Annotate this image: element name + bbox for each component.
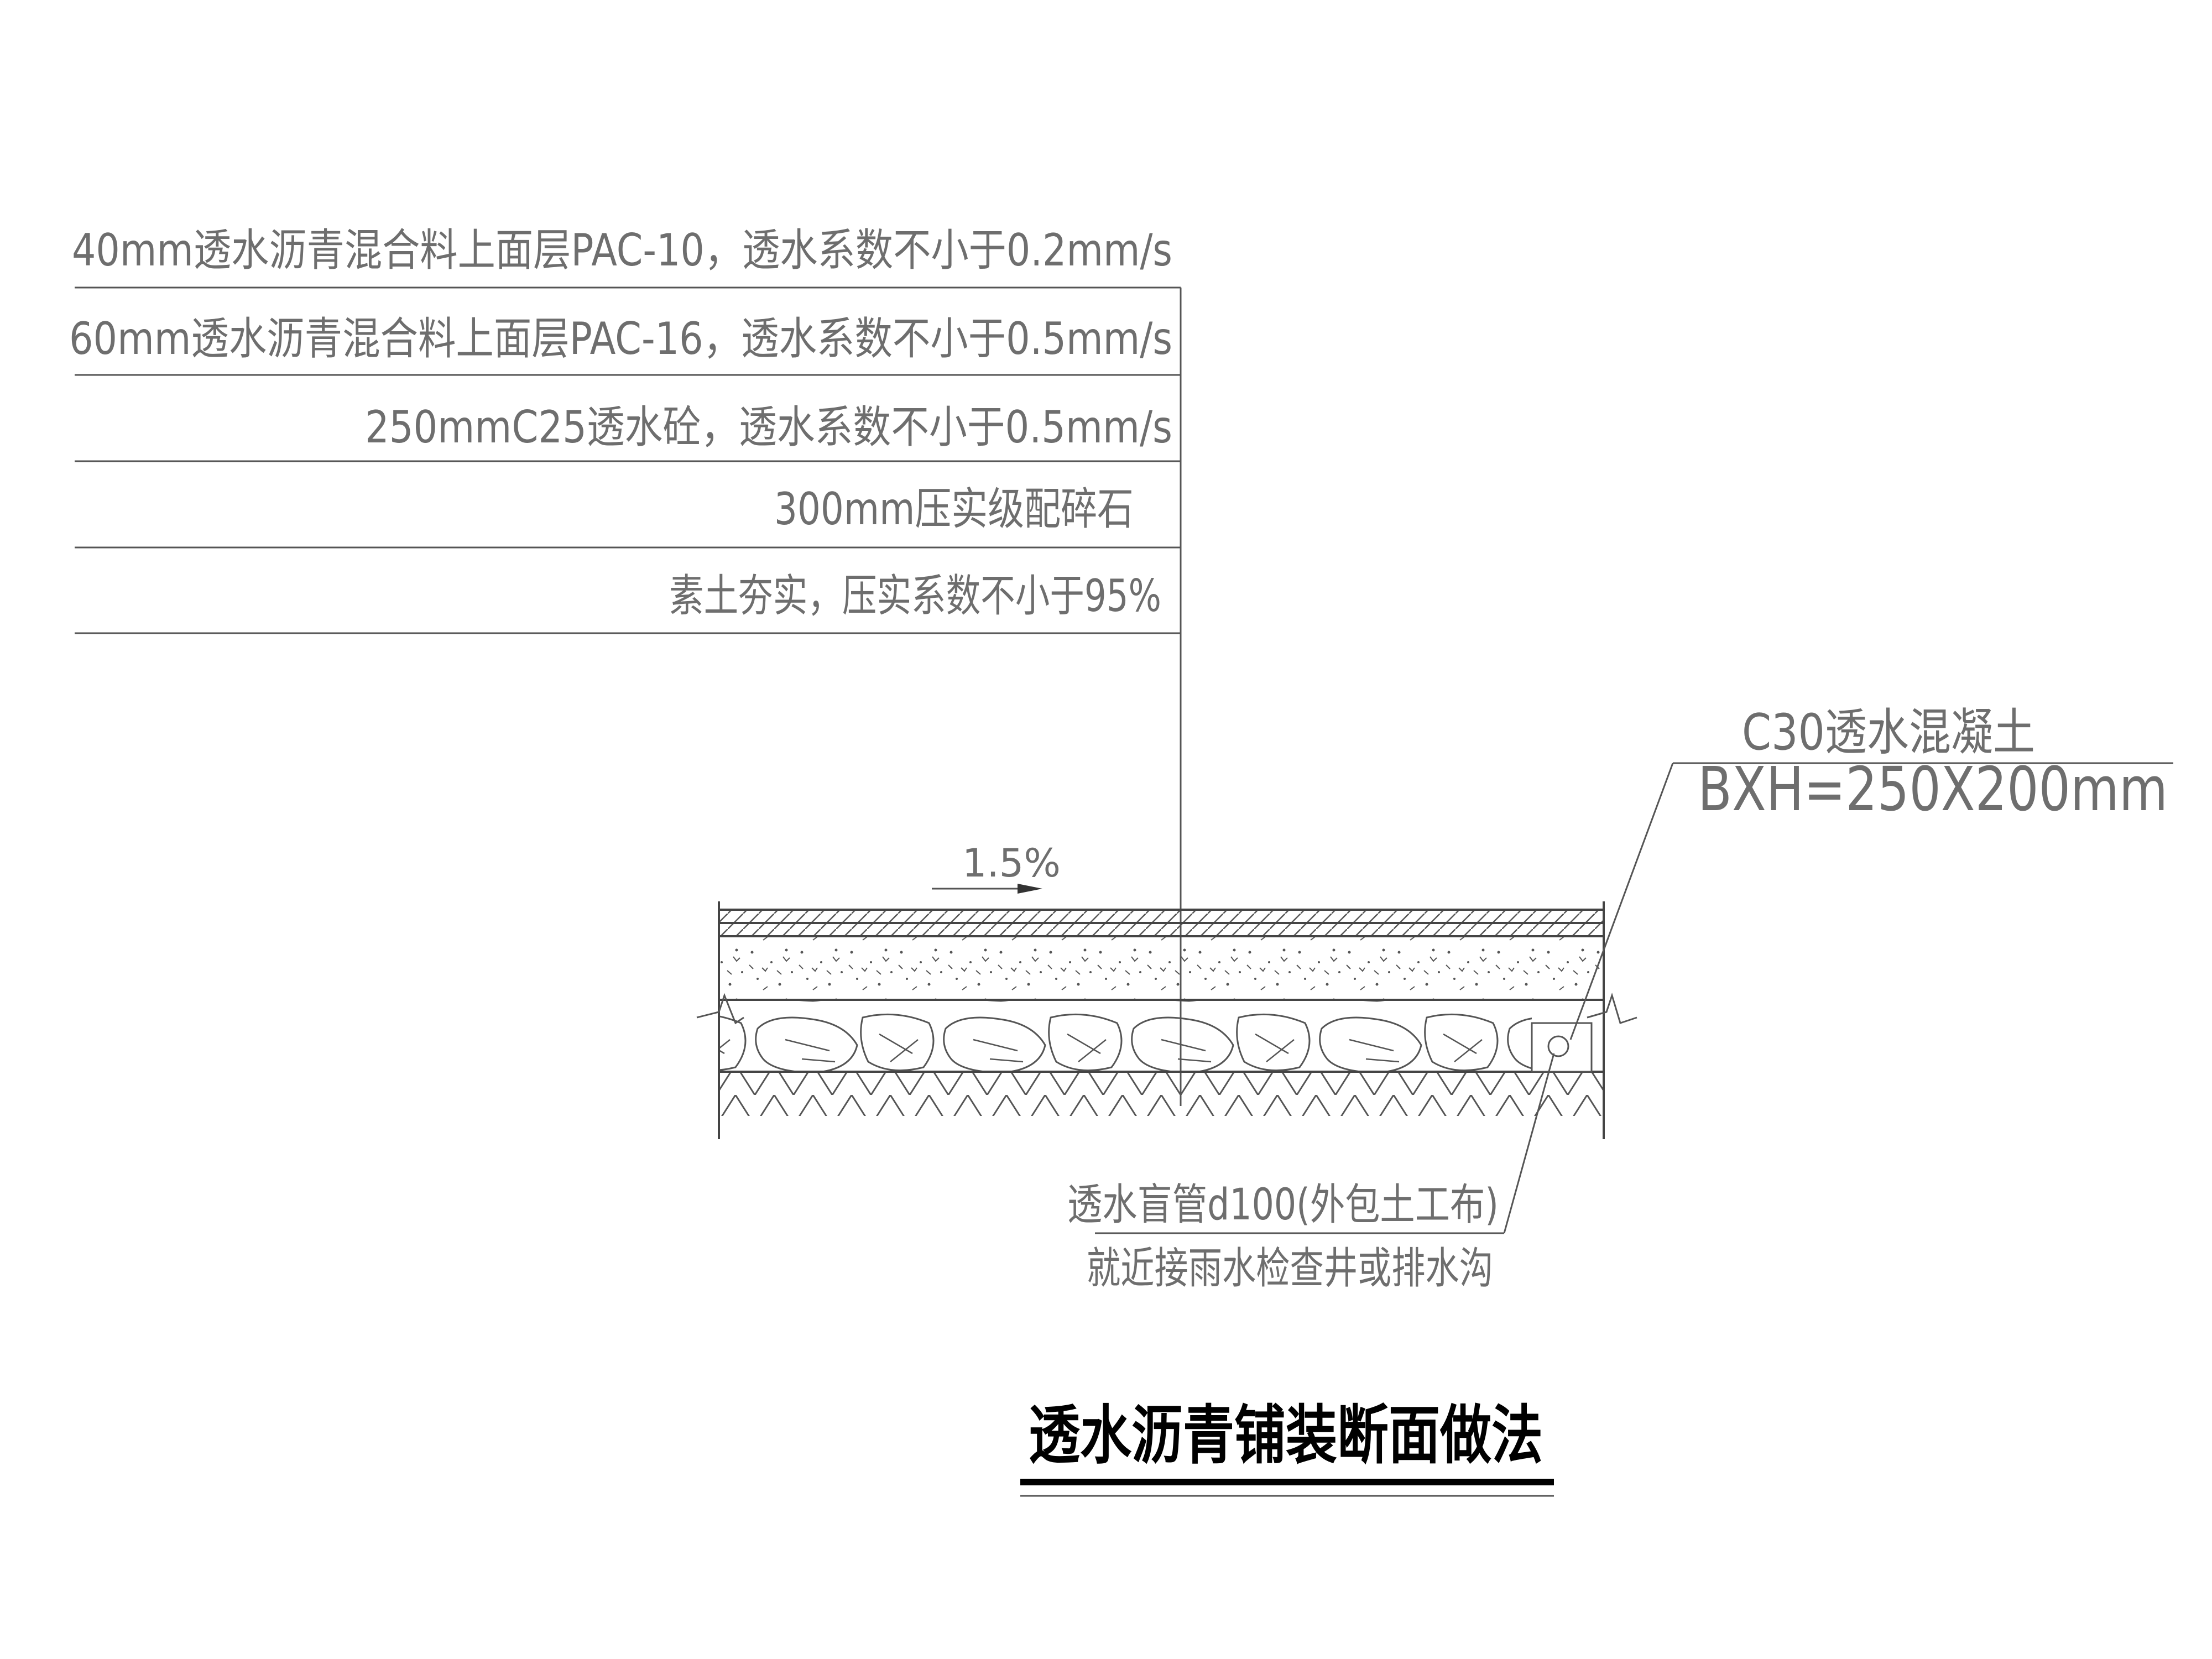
pipe-note-line2: 就近接雨水检查井或排水沟: [1087, 1244, 1493, 1293]
pavement-section: [696, 901, 1637, 1139]
layer-label-2: 60mm透水沥青混合料上面层PAC-16，透水系数不小于0.5mm/s: [69, 313, 1172, 364]
trench-leader: [1569, 762, 2173, 1040]
trench-note-line1: C30透水混凝土: [1742, 703, 2035, 761]
drawing-title: 透水沥青铺装断面做法: [1029, 1398, 1543, 1473]
slope-arrow: [932, 884, 1042, 894]
trench-note-line2: BXH=250X200mm: [1698, 754, 2168, 825]
drain-trench: [1531, 1022, 1593, 1073]
layer-label-3: 250mmC25透水砼，透水系数不小于0.5mm/s: [365, 401, 1172, 453]
pipe-leader: [1095, 1053, 1555, 1234]
layer-label-4: 300mm压实级配碎石: [774, 483, 1134, 535]
layer-label-5: 素土夯实，压实系数不小于95%: [669, 570, 1161, 622]
layer-callout: [75, 286, 1182, 1106]
slope-label: 1.5%: [962, 841, 1061, 886]
pipe-note-line1: 透水盲管d100(外包土工布): [1067, 1180, 1499, 1230]
title-underline: [1020, 1479, 1554, 1497]
layer-label-1: 40mm透水沥青混合料上面层PAC-10，透水系数不小于0.2mm/s: [72, 225, 1172, 276]
